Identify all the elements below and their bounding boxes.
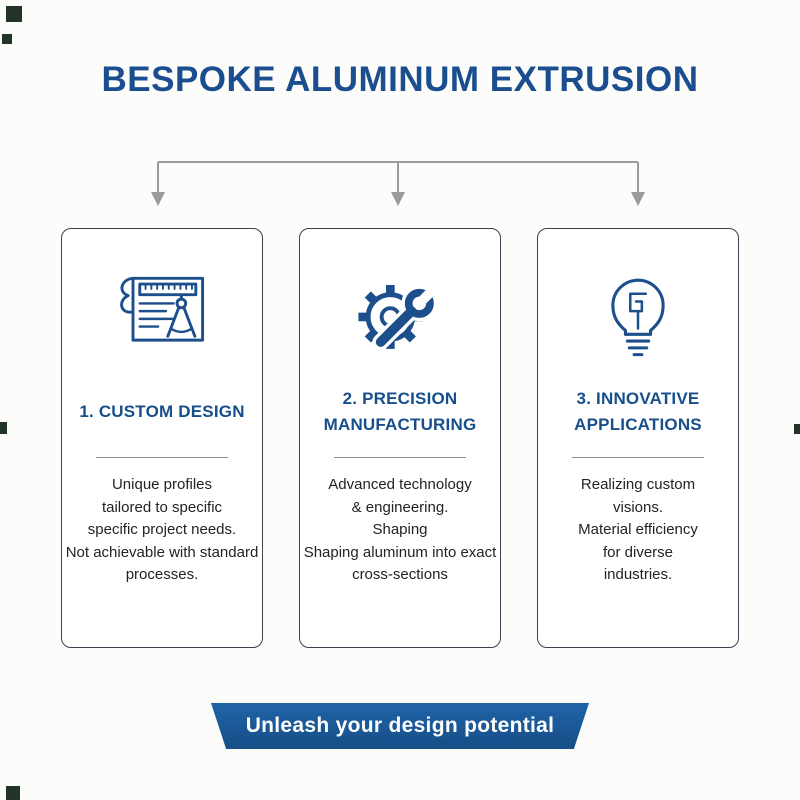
banner-label: Unleash your design potential <box>245 714 555 737</box>
artifact-mark <box>794 424 800 434</box>
artifact-mark <box>0 422 7 434</box>
blueprint-compass-icon <box>104 259 220 371</box>
card-body: Advanced technology & engineering. Shapi… <box>303 476 497 583</box>
divider <box>95 457 229 458</box>
card-heading: 3. INNOVATIVE APPLICATIONS <box>574 388 702 434</box>
banner-ribbon: Unleash your design potential <box>211 703 589 749</box>
card-row: 1. CUSTOM DESIGN Unique profiles tailore… <box>0 228 800 648</box>
card-body: Realizing custom visions. Material effic… <box>578 476 698 583</box>
artifact-mark <box>6 6 22 22</box>
lightbulb-icon <box>580 259 696 371</box>
artifact-mark <box>2 34 12 44</box>
divider <box>571 457 705 458</box>
card-custom-design: 1. CUSTOM DESIGN Unique profiles tailore… <box>61 228 263 648</box>
connector-arrows <box>151 161 645 206</box>
page-title: BESPOKE ALUMINUM EXTRUSION <box>101 60 699 99</box>
artifact-mark <box>6 786 20 800</box>
card-precision-manufacturing: 2. PRECISION MANUFACTURING Advanced tech… <box>299 228 501 648</box>
gear-wrench-icon <box>342 259 458 371</box>
card-heading: 1. CUSTOM DESIGN <box>79 401 245 421</box>
card-body: Unique profiles tailored to specific spe… <box>65 476 259 583</box>
card-heading: 2. PRECISION MANUFACTURING <box>323 388 477 434</box>
divider <box>333 457 467 458</box>
card-innovative-applications: 3. INNOVATIVE APPLICATIONS Realizing cus… <box>537 228 739 648</box>
